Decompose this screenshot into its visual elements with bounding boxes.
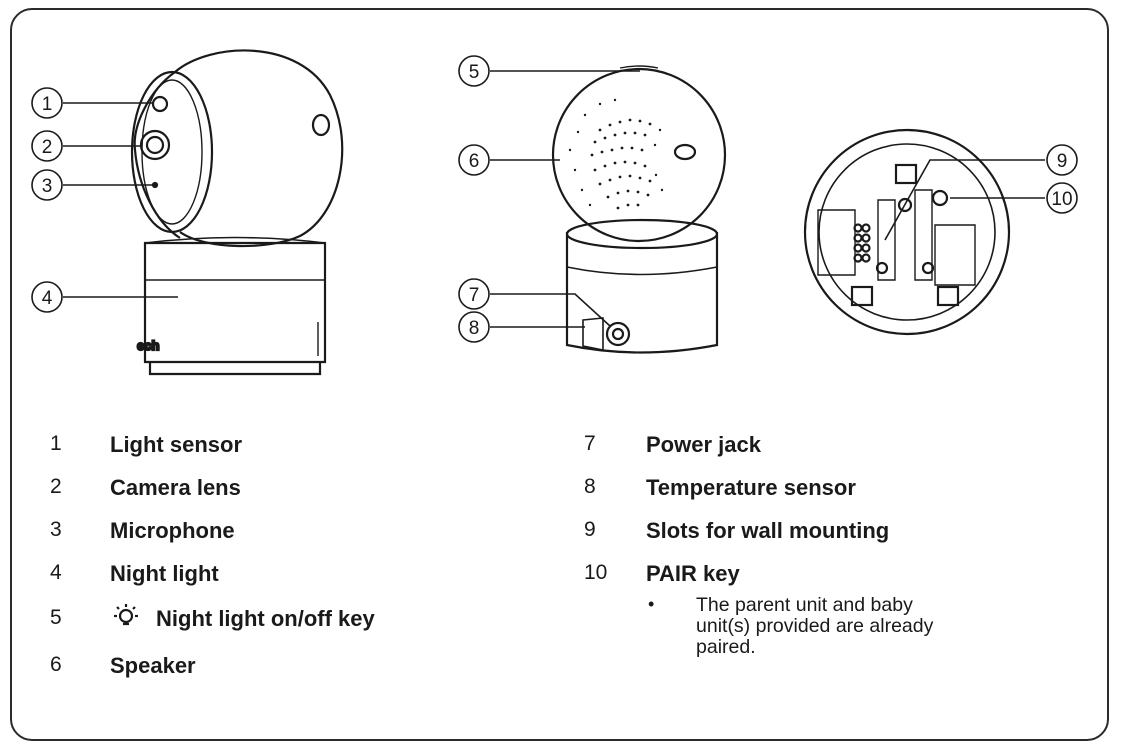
legend-num: 8 <box>584 475 596 498</box>
callout-8: 8 <box>469 318 480 339</box>
rear-view-camera <box>551 65 727 354</box>
legend-num: 9 <box>584 518 596 541</box>
legend-label: Temperature sensor <box>646 475 856 500</box>
note-line-1: The parent unit and baby <box>696 594 913 616</box>
note-bullet: • <box>648 594 655 614</box>
legend-label: Microphone <box>110 518 235 543</box>
front-view-camera <box>130 49 344 376</box>
note-line-2: unit(s) provided are already <box>696 615 934 637</box>
legend-label: Power jack <box>646 432 761 457</box>
pair-note: The parent unit and baby unit(s) provide… <box>696 595 1016 658</box>
legend-num: 6 <box>50 653 62 676</box>
rear-power-jack <box>605 321 631 347</box>
leader-lines <box>63 70 1045 328</box>
legend-num: 2 <box>50 475 62 498</box>
callout-1: 1 <box>42 94 53 115</box>
callout-circles <box>31 55 1078 343</box>
callout-4: 4 <box>42 288 53 309</box>
legend-label: Light sensor <box>110 432 243 457</box>
front-head <box>174 49 344 248</box>
legend-label: Speaker <box>110 653 196 678</box>
legend-label: Night light on/off key <box>156 606 375 631</box>
legend-num: 7 <box>584 432 596 455</box>
callout-3: 3 <box>42 176 53 197</box>
legend-num: 3 <box>50 518 62 541</box>
front-light-sensor <box>151 95 169 113</box>
legend-right: 7 Power jack 8 Temperature sensor 9 Slot… <box>584 432 1084 672</box>
legend-num: 4 <box>50 561 62 584</box>
legend-label: Camera lens <box>110 475 241 500</box>
night-light-icon <box>114 604 138 626</box>
callout-2: 2 <box>42 137 53 158</box>
callout-7: 7 <box>469 285 480 306</box>
legend-num: 1 <box>50 432 62 455</box>
legend-label: Slots for wall mounting <box>646 518 890 543</box>
rear-head <box>551 67 727 243</box>
speaker-grille <box>568 98 664 210</box>
bottom-pair-key <box>931 189 949 207</box>
brand-fragment: ech <box>137 338 159 353</box>
callout-10: 10 <box>1051 189 1072 210</box>
front-lens <box>139 129 171 161</box>
front-base <box>143 241 327 364</box>
page-frame <box>10 8 1109 741</box>
callout-9: 9 <box>1057 151 1068 172</box>
legend-label: PAIR key <box>646 561 740 586</box>
rear-base <box>565 232 719 354</box>
bottom-outer <box>803 128 1011 336</box>
bottom-view-camera <box>803 128 1011 336</box>
note-line-3: paired. <box>696 636 756 658</box>
callout-5: 5 <box>469 62 480 83</box>
callout-numbers: 1 2 3 4 5 6 7 8 9 10 <box>42 62 1073 339</box>
legend-left: 1 Light sensor 2 Camera lens 3 Microphon… <box>50 432 510 692</box>
callout-6: 6 <box>469 151 480 172</box>
legend-num: 5 <box>50 606 62 629</box>
legend-num: 10 <box>584 561 608 584</box>
legend-label: Night light <box>110 561 219 586</box>
